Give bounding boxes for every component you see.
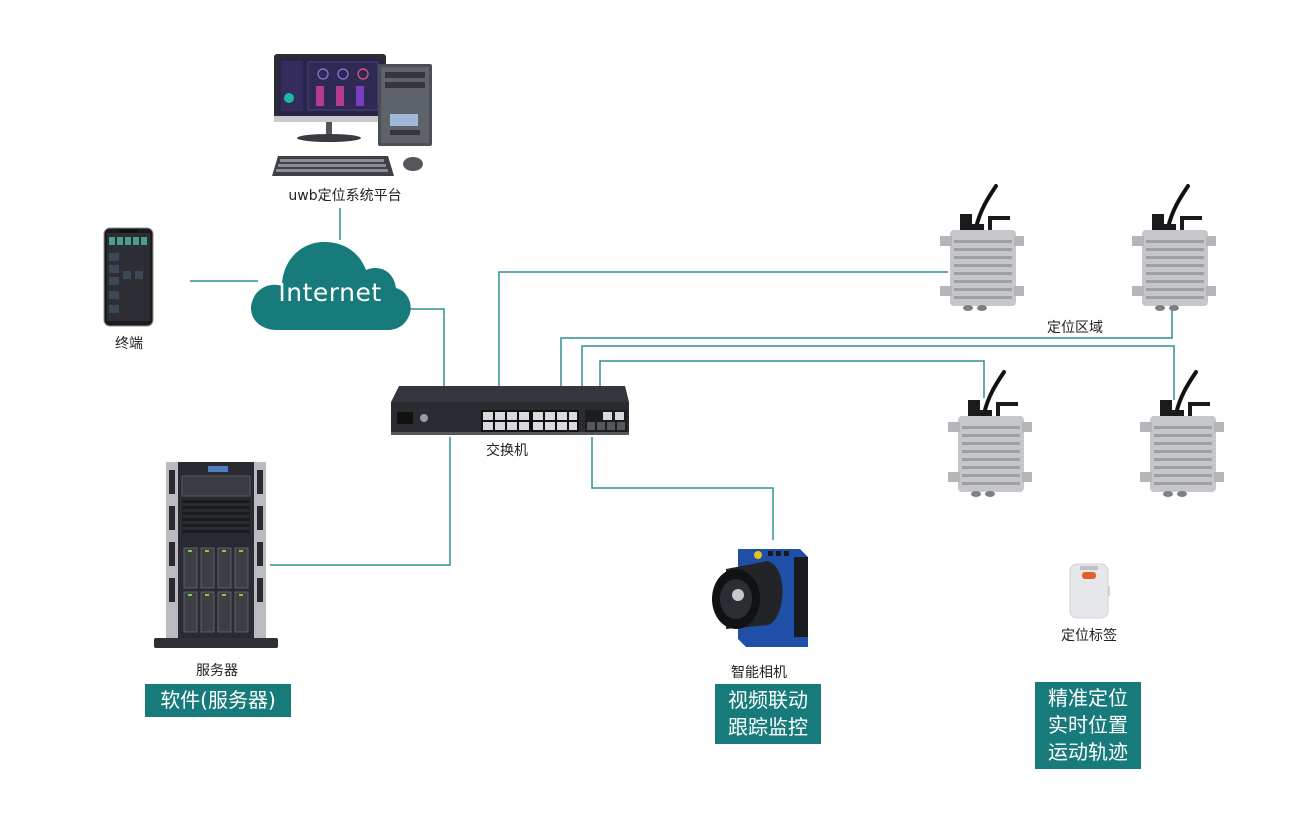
- network-switch-icon: [391, 386, 629, 435]
- camera-label: 智能相机: [731, 665, 787, 681]
- badge-positioning: 精准定位 实时位置 运动轨迹: [1035, 682, 1141, 769]
- badge-software: 软件(服务器): [145, 684, 291, 717]
- desktop-computer-icon: [272, 54, 432, 176]
- smartphone-icon: [103, 227, 154, 327]
- uwb-anchor-icon-1: [940, 184, 1024, 311]
- badge-video: 视频联动 跟踪监控: [715, 684, 821, 744]
- pc-label: uwb定位系统平台: [288, 188, 402, 204]
- line-server-switch: [270, 437, 451, 566]
- terminal-label: 终端: [115, 336, 143, 352]
- cloud-label: Internet: [278, 278, 382, 307]
- cloud-icon: [251, 242, 411, 330]
- line-switch-anchor-3: [599, 360, 985, 398]
- uwb-tag-icon: [1069, 563, 1110, 619]
- smart-camera-icon: [712, 549, 808, 647]
- anchors-area-label: 定位区域: [1047, 320, 1103, 336]
- server-label: 服务器: [196, 663, 238, 679]
- tower-server-icon: [154, 462, 278, 648]
- switch-label: 交换机: [486, 443, 528, 459]
- switch-ports: [481, 410, 627, 432]
- uwb-anchor-icon-4: [1140, 370, 1224, 497]
- uwb-anchor-icon-3: [948, 370, 1032, 497]
- line-switch-anchor-1: [498, 271, 948, 388]
- line-switch-anchor-4: [581, 345, 1175, 400]
- line-switch-anchor-2: [560, 310, 1173, 388]
- tag-label: 定位标签: [1061, 628, 1117, 644]
- uwb-anchor-icon-2: [1132, 184, 1216, 311]
- line-cloud-switch: [408, 308, 445, 388]
- line-switch-camera: [591, 437, 774, 540]
